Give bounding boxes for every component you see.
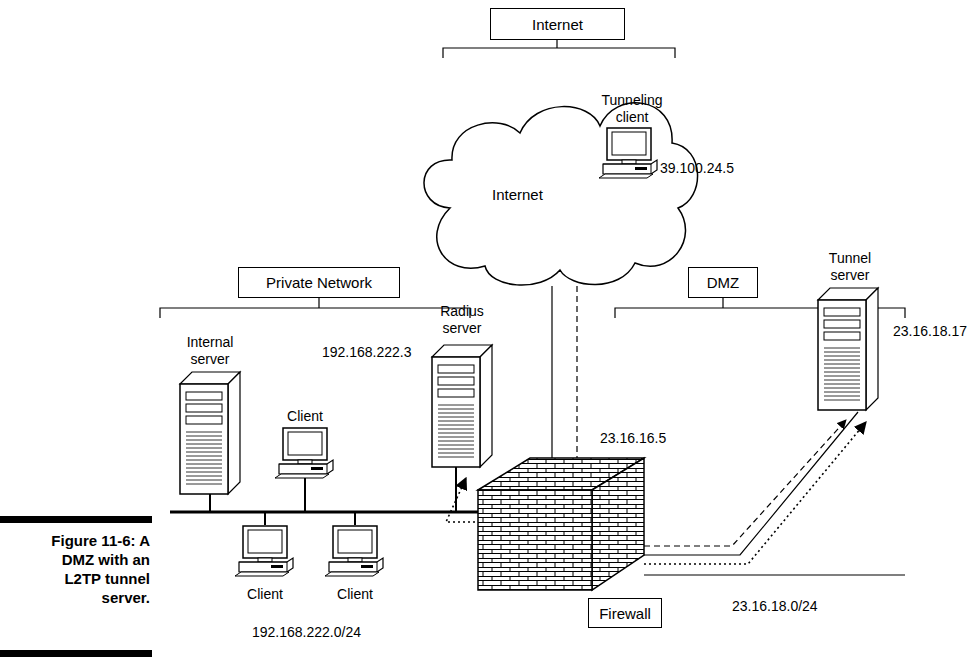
device-label: Client — [325, 586, 385, 603]
zone-heading: DMZ — [688, 267, 758, 298]
device-label: Tunneling client — [592, 92, 672, 126]
figure-caption: Figure 11-6: A DMZ with an L2TP tunnel s… — [48, 531, 150, 607]
internet-cloud: Internet — [410, 88, 702, 288]
device-label: Client — [235, 586, 295, 603]
box-label: Private Network — [266, 274, 372, 291]
cloud-label: Internet — [492, 186, 543, 203]
ip-address: 39.100.24.5 — [660, 160, 734, 177]
ip-address: 23.16.16.5 — [600, 430, 666, 447]
box-label: Internet — [532, 16, 583, 33]
ip-address: 192.168.222.3 — [322, 344, 412, 361]
firewall-label: Firewall — [588, 598, 662, 628]
zone-heading: Internet — [490, 8, 625, 40]
cloud-outline — [410, 88, 702, 288]
device-label: Radius server — [427, 303, 497, 337]
box-label: DMZ — [707, 274, 740, 291]
box-label: Firewall — [599, 605, 651, 622]
ip-address: 23.16.18.17 — [893, 323, 967, 340]
subnet-label: 192.168.222.0/24 — [252, 624, 361, 641]
subnet-label: 23.16.18.0/24 — [732, 598, 818, 615]
zone-heading: Private Network — [238, 267, 400, 298]
device-label: Internal server — [172, 334, 248, 368]
device-label: Tunnel server — [815, 250, 885, 284]
device-label: Client — [275, 408, 335, 425]
